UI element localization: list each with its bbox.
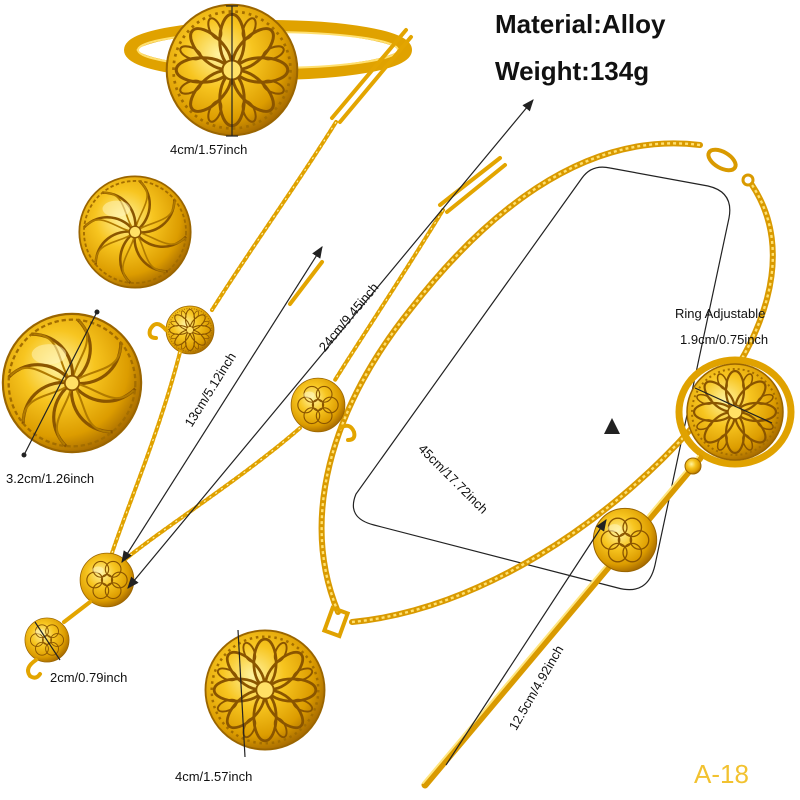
- hair-stick-measure-line: [445, 518, 607, 766]
- necklace-clasp: [706, 147, 738, 173]
- earring-size-label: 3.2cm/1.26inch: [6, 471, 94, 486]
- bangle-width-label: 4cm/1.57inch: [170, 142, 247, 157]
- ring: [675, 356, 795, 468]
- ring-size-label: 1.9cm/0.75inch: [680, 332, 768, 347]
- pendant-bail: [321, 605, 351, 639]
- necklace-right-strand-shine: [351, 184, 775, 624]
- earring-size-dot-top: [94, 309, 100, 315]
- earring-dome-lower: [1, 312, 143, 454]
- hair-stick-shine: [422, 455, 699, 784]
- weight-spec: Weight:134g: [495, 56, 649, 86]
- ring-band: [675, 356, 795, 468]
- ring-title: Ring Adjustable: [675, 306, 765, 321]
- pendant-size-label: 4cm/1.57inch: [175, 769, 252, 784]
- hair-stick: [421, 454, 704, 789]
- material-spec: Material:Alloy: [495, 9, 666, 39]
- chain-small-flower: [165, 305, 215, 355]
- earring-size-dot-bottom: [21, 452, 27, 458]
- necklace-jump-ring: [741, 173, 755, 187]
- ring-flower: [685, 362, 785, 462]
- small-ball-size-line: [34, 621, 61, 661]
- hair-stick-knob: [684, 457, 702, 475]
- ring-size-line: [694, 387, 773, 424]
- hair-stick-shaft: [421, 454, 704, 789]
- pendant-hook: [26, 658, 42, 680]
- model-code: A-18: [694, 759, 749, 789]
- necklace-length-outline: [352, 166, 731, 591]
- small-ball-size-label: 2cm/0.79inch: [50, 670, 127, 685]
- pendant-link: [62, 600, 92, 624]
- chain-13-measure-line: [121, 245, 323, 564]
- pendant-ball-large: [79, 552, 135, 608]
- hair-stick-ball: [592, 507, 658, 573]
- pendant-size-line: [237, 629, 246, 758]
- chain-filigree-ball: [290, 377, 346, 433]
- earring-dome-upper: [78, 175, 192, 289]
- necklace-pendant-flower: [204, 629, 326, 751]
- necklace-length-arrowhead: [604, 418, 620, 434]
- earring-size-line: [23, 311, 98, 456]
